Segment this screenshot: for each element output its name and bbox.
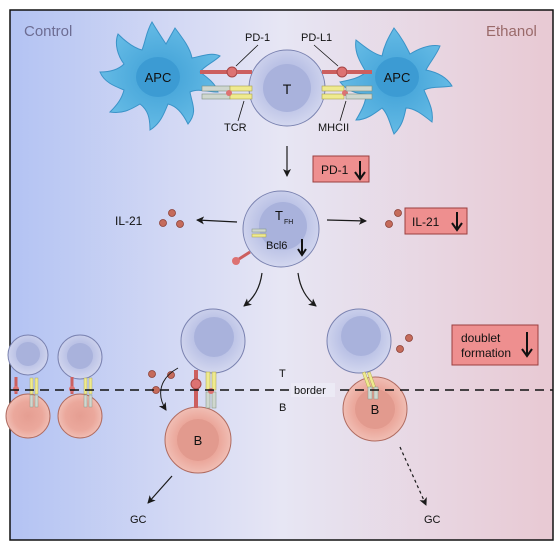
apc-right-label: APC — [384, 70, 411, 85]
pd1-label: PD-1 — [245, 32, 270, 44]
arrow-tfh-to-il21-right — [326, 216, 367, 225]
tfh-cell: T FH Bcl6 — [232, 190, 320, 268]
t-cell-label: T — [283, 81, 292, 97]
border-b-label: B — [279, 402, 286, 414]
pd1-leader — [235, 44, 259, 67]
arrow-b-to-gc-left — [147, 475, 173, 504]
apc-right: APC — [339, 27, 453, 135]
control-title: Control — [24, 23, 72, 40]
apc-left: APC — [99, 21, 221, 131]
il21-decrease-box: IL-21 — [404, 207, 468, 235]
mhcii-icon — [345, 85, 373, 92]
gc-left-label: GC — [130, 514, 147, 526]
mhcii-label: MHCII — [318, 122, 349, 134]
b-cell-left-label: B — [194, 433, 203, 448]
tfh-label: T — [275, 208, 283, 223]
pdl1-label: PD-L1 — [301, 32, 332, 44]
border-label: border — [294, 385, 326, 397]
doublet-decrease-box: doublet formation — [451, 324, 539, 366]
cytokine-dot — [168, 209, 176, 217]
cytokine-dot — [159, 219, 167, 227]
frame-border — [9, 9, 554, 541]
arrow-tfh-to-left-doublet — [243, 272, 263, 307]
il21-box-label: IL-21 — [412, 215, 440, 229]
cytokine-dot — [176, 220, 184, 228]
tfh-pd1-icon — [232, 257, 240, 265]
border-label-bg — [291, 383, 335, 397]
right-synapse-receptors — [321, 66, 373, 100]
pd1-icon — [226, 66, 238, 78]
gc-right-label: GC — [424, 514, 441, 526]
pdl1-icon — [336, 66, 348, 78]
tcr-label: TCR — [224, 122, 247, 134]
arrow-b-to-gc-right — [399, 446, 427, 506]
cytokine-dot — [167, 371, 175, 379]
edge-doublets — [5, 334, 103, 439]
pdl1-leader — [313, 44, 339, 67]
tcr-icon — [229, 85, 253, 92]
arrow-tfh-to-il21-left — [196, 216, 238, 225]
pd1-decrease-box: PD-1 — [312, 155, 370, 183]
mhcii-leader — [339, 100, 347, 122]
border-t-label: T — [279, 368, 286, 380]
t-cell-top: T — [248, 49, 326, 127]
tcr-leader — [237, 100, 245, 122]
left-doublet: B — [164, 308, 246, 474]
arrow-tfh-to-right-doublet — [297, 272, 317, 307]
pd1-box-label: PD-1 — [321, 163, 349, 177]
il21-left-label: IL-21 — [115, 214, 143, 228]
cytokine-dot — [396, 345, 404, 353]
b-cell-right-label: B — [371, 402, 380, 417]
cytokine-dot — [394, 209, 402, 217]
left-synapse-receptors — [200, 66, 253, 100]
tfh-subscript: FH — [284, 219, 293, 226]
cytokine-dot — [405, 334, 413, 342]
apc-left-label: APC — [145, 70, 172, 85]
arrow-cytokine-to-b — [158, 367, 179, 411]
cytokine-dot — [385, 220, 393, 228]
right-doublet: B — [326, 308, 408, 442]
doublet-box-line2: formation — [461, 346, 511, 360]
ethanol-title: Ethanol — [486, 23, 537, 40]
cytokine-dot — [148, 370, 156, 378]
bcl6-label: Bcl6 — [266, 240, 287, 252]
doublet-box-line1: doublet — [461, 331, 501, 345]
